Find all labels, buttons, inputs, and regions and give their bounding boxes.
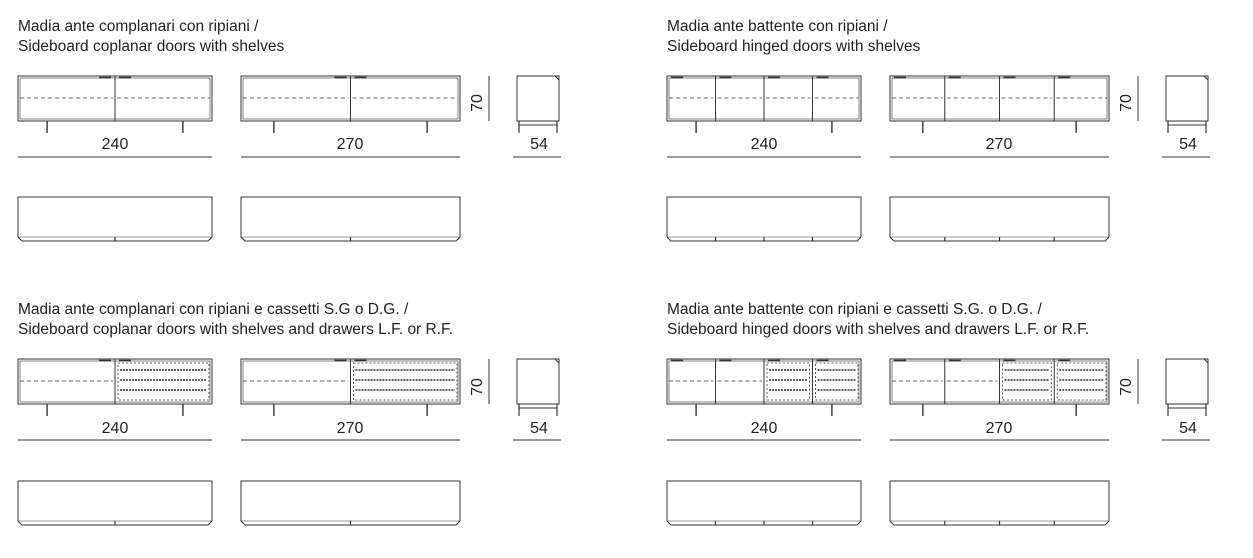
side-body [1165, 75, 1209, 122]
width-label-270: 270 [985, 420, 1013, 437]
width-label-270: 270 [336, 136, 364, 153]
side-view-coplanar [513, 75, 561, 158]
drawer-outline [1056, 362, 1107, 401]
front-240-coplanar-drawers [17, 358, 213, 441]
panel-title: Madia ante complanari con ripiani e cass… [18, 300, 453, 340]
plan-270-coplanar [240, 196, 461, 242]
depth-label: 54 [530, 136, 548, 153]
panel-title: Madia ante battente con ripiani e casset… [667, 300, 1089, 340]
side-edge [554, 75, 560, 81]
plan-outline [889, 196, 1110, 242]
drawer-outline [117, 362, 210, 401]
front-240-hinged-drawers [666, 358, 862, 441]
side-body [516, 75, 560, 122]
drawer-outline [766, 362, 810, 401]
title-italian: Madia ante battente con ripiani / [667, 18, 888, 35]
plan-outline [17, 196, 213, 242]
depth-label: 54 [530, 420, 548, 437]
front-270-hinged-drawers [889, 358, 1110, 441]
title-english: Sideboard coplanar doors with shelves an… [18, 321, 454, 338]
side-edge [554, 358, 560, 364]
plan-outline [240, 480, 461, 526]
side-edge [1203, 75, 1209, 81]
front-270-hinged [889, 75, 1110, 158]
side-body [516, 358, 560, 405]
width-label-240: 240 [750, 420, 778, 437]
side-view-coplanar-drawers [513, 358, 561, 441]
front-270-coplanar [240, 75, 461, 158]
side-view-hinged [1162, 75, 1210, 158]
plan-240-hinged [666, 196, 862, 242]
width-label-270: 270 [985, 136, 1013, 153]
panel-title: Madia ante battente con ripiani / Sidebo… [667, 17, 920, 57]
title-italian: Madia ante battente con ripiani e casset… [667, 301, 1042, 318]
title-english: Sideboard hinged doors with shelves and … [667, 321, 1090, 338]
plan-240-hinged-drawers [666, 480, 862, 526]
depth-label: 54 [1179, 136, 1197, 153]
plan-outline [666, 196, 862, 242]
front-240-hinged [666, 75, 862, 158]
drawer-outline [815, 362, 859, 401]
width-label-240: 240 [750, 136, 778, 153]
width-label-240: 240 [101, 420, 129, 437]
title-italian: Madia ante complanari con ripiani e cass… [18, 301, 409, 318]
title-italian: Madia ante complanari con ripiani / [18, 18, 259, 35]
panel-title: Madia ante complanari con ripiani / Side… [18, 17, 284, 57]
drawer-outline [1002, 362, 1052, 401]
plan-outline [666, 480, 862, 526]
front-240-coplanar [17, 75, 213, 158]
plan-outline [17, 480, 213, 526]
plan-outline [889, 480, 1110, 526]
side-view-hinged-drawers [1162, 358, 1210, 441]
plan-270-hinged [889, 196, 1110, 242]
width-label-240: 240 [101, 136, 129, 153]
plan-outline [240, 196, 461, 242]
side-edge [1203, 358, 1209, 364]
title-english: Sideboard coplanar doors with shelves [18, 38, 285, 55]
plan-270-hinged-drawers [889, 480, 1110, 526]
drawer-outline [353, 362, 458, 401]
plan-240-coplanar [17, 196, 213, 242]
width-label-270: 270 [336, 420, 364, 437]
title-english: Sideboard hinged doors with shelves [667, 38, 921, 55]
front-270-coplanar-drawers [240, 358, 461, 441]
plan-240-coplanar-drawers [17, 480, 213, 526]
depth-label: 54 [1179, 420, 1197, 437]
side-body [1165, 358, 1209, 405]
plan-270-coplanar-drawers [240, 480, 461, 526]
